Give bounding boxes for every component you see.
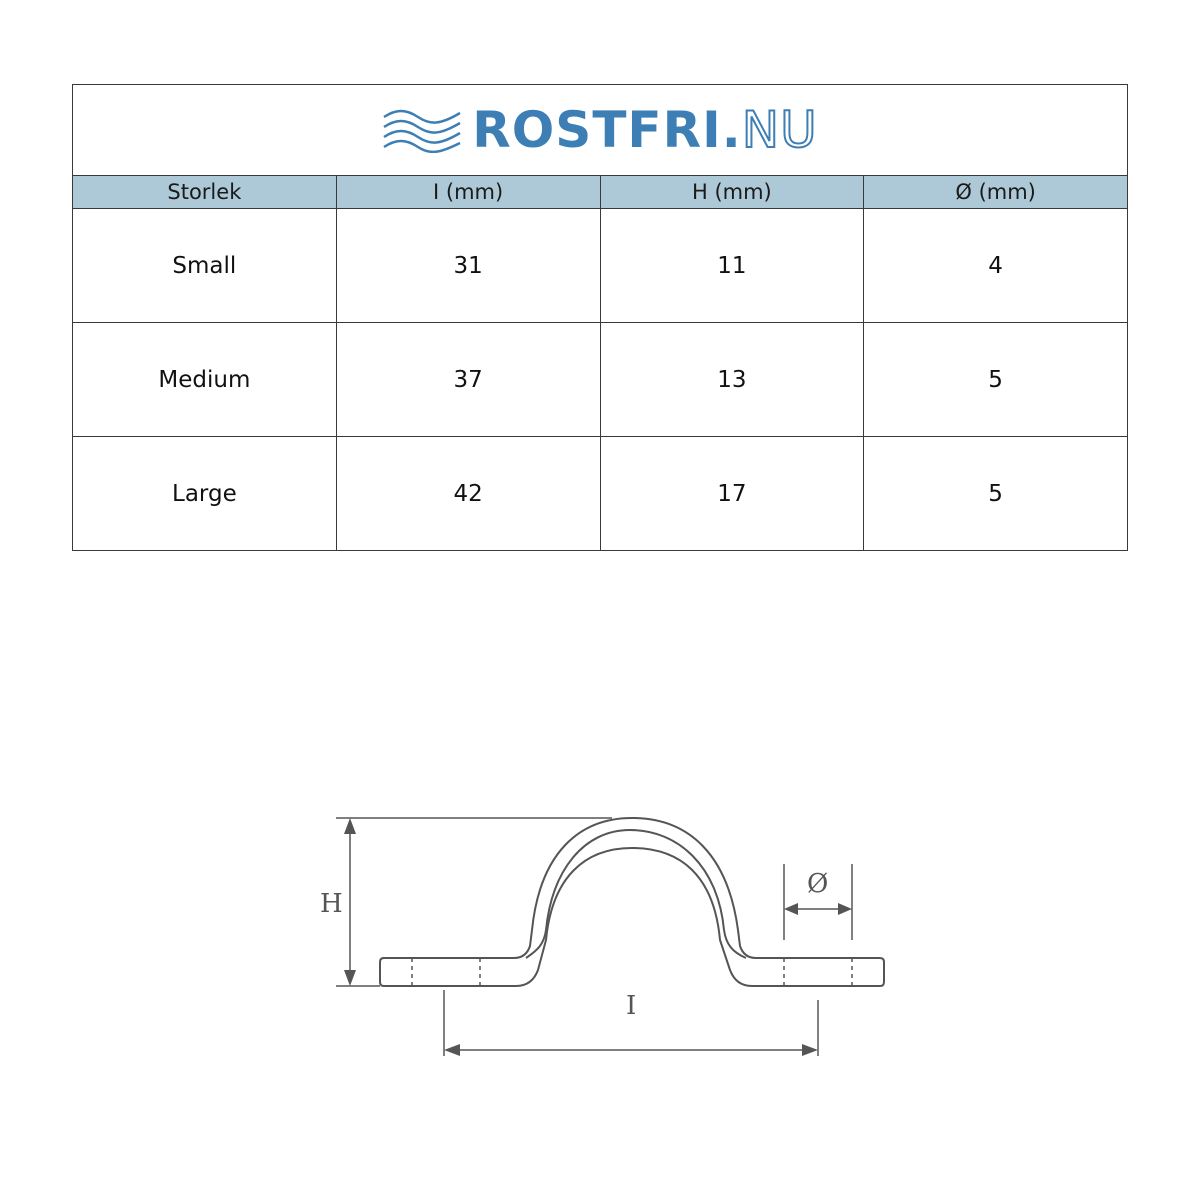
height-cell: 13 <box>599 322 865 437</box>
diameter-cell: 5 <box>863 436 1128 551</box>
logo-dot: . <box>721 101 742 159</box>
height-cell: 17 <box>599 436 865 551</box>
diameter-cell: 4 <box>863 208 1128 323</box>
length-cell: 31 <box>335 208 601 323</box>
diameter-label: Ø <box>807 869 828 899</box>
column-header-diameter: Ø (mm) <box>863 175 1128 209</box>
size-cell: Small <box>72 208 337 323</box>
table-header-row: Storlek I (mm) H (mm) Ø (mm) <box>72 175 1128 209</box>
size-cell: Large <box>72 436 337 551</box>
length-cell: 37 <box>335 322 601 437</box>
eye-strap-outline <box>379 816 885 987</box>
logo: ROSTFRI.NU <box>73 85 1127 175</box>
arrowhead <box>344 818 356 834</box>
logo-text: ROSTFRI.NU <box>472 104 817 156</box>
arrowhead <box>802 1044 818 1056</box>
size-cell: Medium <box>72 322 337 437</box>
table-row: Small 31 11 4 <box>72 208 1128 323</box>
table-row: Medium 37 13 5 <box>72 322 1128 437</box>
arch-inner-line <box>525 828 747 959</box>
column-header-length: I (mm) <box>335 175 601 209</box>
column-header-size: Storlek <box>72 175 337 209</box>
column-header-height: H (mm) <box>599 175 865 209</box>
arrowhead <box>344 970 356 986</box>
arrowhead <box>784 903 798 915</box>
logo-main-text: ROSTFRI <box>472 101 722 159</box>
arrowhead <box>838 903 852 915</box>
length-label: I <box>626 991 636 1021</box>
height-label: H <box>320 889 343 919</box>
diameter-cell: 5 <box>863 322 1128 437</box>
height-cell: 11 <box>599 208 865 323</box>
technical-drawing: H I Ø <box>320 816 885 1056</box>
table-row: Large 42 17 5 <box>72 436 1128 551</box>
length-cell: 42 <box>335 436 601 551</box>
logo-cell: ROSTFRI.NU <box>72 84 1128 176</box>
arrowhead <box>444 1044 460 1056</box>
spec-table: ROSTFRI.NU Storlek I (mm) H (mm) Ø (mm) … <box>72 84 1128 551</box>
logo-tld-text: NU <box>741 101 818 159</box>
waves-icon <box>383 109 461 153</box>
